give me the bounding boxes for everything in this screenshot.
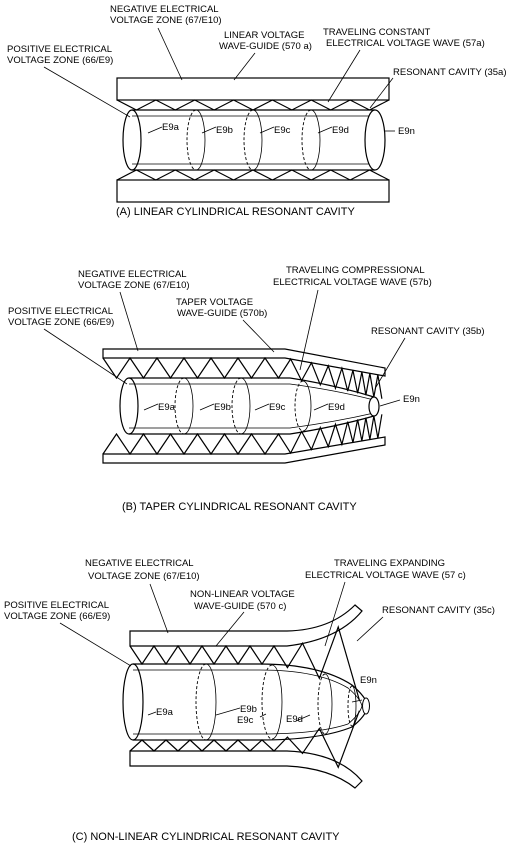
panel-c-negative-zone-label: VOLTAGE ZONE (67/E10): [88, 571, 200, 582]
panel-b-cylinder-right-end: [368, 396, 380, 417]
panel-a-caption: (A) LINEAR CYLINDRICAL RESONANT CAVITY: [116, 206, 355, 218]
panel-c: E9a E9b E9c E9d E9n NEGATIVE ELECTRICAL …: [4, 558, 495, 843]
panel-a-zone-label: E9b: [216, 125, 233, 136]
panel-c-wave-top: [129, 625, 360, 701]
panel-a-negative-zone-label: VOLTAGE ZONE (67/E10): [110, 15, 222, 26]
panel-a-bottom-plate: [116, 179, 390, 203]
panel-a-cylinder-left-end: [122, 109, 142, 171]
panel-c-cylinder-left-end: [122, 663, 144, 741]
panel-c-bottom-plate: [129, 750, 363, 789]
panel-b-negative-zone-label: VOLTAGE ZONE (67/E10): [78, 280, 190, 291]
panel-c-waveguide-label: WAVE-GUIDE (570 c): [194, 601, 286, 612]
panel-c-cavity-label: RESONANT CAVITY (35c): [382, 605, 495, 616]
panel-b-zone-label: E9c: [269, 402, 286, 413]
panel-b: E9a E9b E9c E9d E9n NEGATIVE ELECTRICAL …: [8, 265, 485, 513]
panel-c-waveguide-label: NON-LINEAR VOLTAGE: [190, 589, 295, 600]
panel-a-wave-label: TRAVELING CONSTANT: [323, 27, 431, 38]
panel-c-wave-bottom: [129, 710, 360, 769]
panel-c-negative-zone-label: NEGATIVE ELECTRICAL: [85, 558, 194, 569]
panel-c-cylinder: [122, 663, 370, 741]
panel-b-waveguide-label: WAVE-GUIDE (570b): [177, 308, 267, 319]
panel-a-cylinder-right-end: [364, 109, 386, 171]
panel-b-caption: (B) TAPER CYLINDRICAL RESONANT CAVITY: [122, 501, 357, 513]
panel-c-end-label: E9n: [360, 675, 377, 686]
panel-c-zone-label: E9d: [286, 714, 303, 725]
panel-a-end-label: E9n: [398, 126, 415, 137]
panel-b-zone-label: E9a: [158, 402, 176, 413]
panel-a-positive-zone-label: POSITIVE ELECTRICAL: [7, 44, 112, 55]
panel-c-caption: (C) NON-LINEAR CYLINDRICAL RESONANT CAVI…: [72, 831, 340, 843]
panel-a-zone-label: E9a: [162, 122, 180, 133]
panel-c-positive-zone-label: VOLTAGE ZONE (66/E9): [4, 611, 110, 622]
panel-b-wave-top: [102, 356, 383, 399]
panel-c-wave-label: TRAVELING EXPANDING: [334, 558, 445, 569]
panel-b-zone-label: E9b: [214, 402, 231, 413]
panel-c-cylinder-tip: [362, 697, 370, 715]
panel-b-wave-label: ELECTRICAL VOLTAGE WAVE (57b): [273, 277, 432, 288]
panel-c-zone-label: E9c: [237, 715, 254, 726]
panel-b-cavity-label: RESONANT CAVITY (35b): [371, 326, 485, 337]
panel-b-end-label: E9n: [403, 394, 420, 405]
panel-b-cylinder-left-end: [119, 377, 139, 435]
panel-b-zone-label: E9d: [328, 402, 345, 413]
panel-a-wave-top: [116, 99, 390, 111]
panel-a-zone-label: E9d: [332, 125, 349, 136]
panel-b-wave-bottom: [102, 414, 383, 456]
panel-a-negative-zone-label: NEGATIVE ELECTRICAL: [110, 4, 219, 15]
panel-b-positive-zone-label: VOLTAGE ZONE (66/E9): [8, 317, 114, 328]
panel-a: E9a E9b E9c E9d E9n NEGATIVE ELECTRICAL …: [7, 4, 507, 218]
panel-b-positive-zone-label: POSITIVE ELECTRICAL: [8, 306, 113, 317]
panel-a-waveguide-label: WAVE-GUIDE (570 a): [219, 41, 312, 52]
panel-a-zone-label: E9c: [274, 125, 291, 136]
panel-b-negative-zone-label: NEGATIVE ELECTRICAL: [78, 269, 187, 280]
panel-b-wave-label: TRAVELING COMPRESSIONAL: [286, 265, 425, 276]
panel-a-wave-bottom: [116, 169, 390, 181]
panel-a-wave-label: ELECTRICAL VOLTAGE WAVE (57a): [326, 38, 485, 49]
panel-a-cylinder: [122, 109, 386, 171]
panel-c-wave-label: ELECTRICAL VOLTAGE WAVE (57 c): [305, 570, 466, 581]
panel-b-waveguide-label: TAPER VOLTAGE: [176, 297, 253, 308]
panel-a-top-plate: [116, 77, 390, 101]
panel-a-waveguide-label: LINEAR VOLTAGE: [224, 30, 304, 41]
panel-b-cylinder: [119, 377, 380, 435]
panel-c-zone-label: E9a: [156, 707, 174, 718]
panel-c-positive-zone-label: POSITIVE ELECTRICAL: [4, 600, 109, 611]
panel-a-cavity-label: RESONANT CAVITY (35a): [393, 67, 507, 78]
panel-c-zone-label: E9b: [240, 704, 257, 715]
panel-a-positive-zone-label: VOLTAGE ZONE (66/E9): [7, 55, 113, 66]
